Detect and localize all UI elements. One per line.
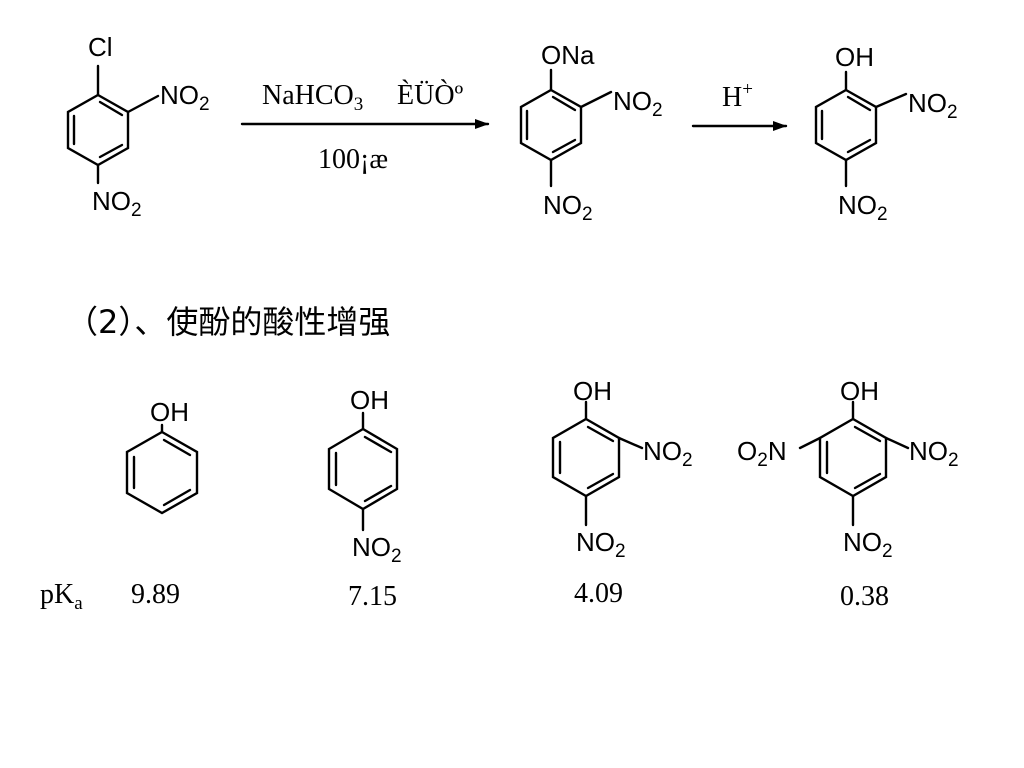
picric-ortho-left-nitro-label: O2N <box>737 436 787 471</box>
product-ortho-nitro-label: NO2 <box>908 88 958 123</box>
p-nitrophenol-molecule: OH NO2 <box>327 385 402 567</box>
sodium-oxide-label: ONa <box>541 40 595 70</box>
picric-hydroxyl-label: OH <box>840 376 879 406</box>
pka-row: pKa 9.89 7.15 4.09 0.38 <box>40 578 889 614</box>
reaction-arrow-1: NaHCO3 ÈÜÒº 100¡æ <box>240 80 490 175</box>
picric-para-nitro-label: NO2 <box>843 527 893 562</box>
pka-value-p-nitrophenol: 7.15 <box>348 581 397 612</box>
picric-acid-molecule: OH NO2 O2N NO2 <box>737 376 959 562</box>
p-nitrophenol-nitro-label: NO2 <box>352 532 402 567</box>
intermediate-para-nitro-label: NO2 <box>543 190 593 225</box>
chlorine-label: Cl <box>88 32 113 62</box>
phenol-molecule: OH <box>125 397 199 515</box>
reaction-arrow-2: H+ <box>691 79 788 131</box>
reagent-garbled-label: ÈÜÒº <box>397 80 464 111</box>
pka-label: pKa <box>40 579 83 614</box>
dinitrophenol-ortho-nitro-label: NO2 <box>643 436 693 471</box>
section-title: （2）、使酚的酸性增强 <box>66 303 390 341</box>
pka-value-dinitrophenol: 4.09 <box>574 578 623 609</box>
intermediate-molecule: ONa NO2 NO2 <box>519 40 663 225</box>
reagent-proton: H+ <box>722 79 753 113</box>
reactant-para-nitro-label: NO2 <box>92 186 142 221</box>
picric-ortho-nitro-label: NO2 <box>909 436 959 471</box>
phenol-hydroxyl-label: OH <box>150 397 189 427</box>
pka-value-phenol: 9.89 <box>131 579 180 610</box>
dinitrophenol-molecule: OH NO2 NO2 <box>551 376 693 562</box>
dinitrophenol-para-nitro-label: NO2 <box>576 527 626 562</box>
dinitrophenol-hydroxyl-label: OH <box>573 376 612 406</box>
product-hydroxyl-label: OH <box>835 42 874 72</box>
reactant-molecule: Cl NO2 NO2 <box>66 32 210 221</box>
product-molecule: OH NO2 NO2 <box>814 42 958 225</box>
intermediate-ortho-nitro-label: NO2 <box>613 86 663 121</box>
temperature-condition: 100¡æ <box>318 144 388 175</box>
reactant-ortho-nitro-label: NO2 <box>160 80 210 115</box>
reagent-nahco3: NaHCO3 <box>262 80 363 115</box>
product-para-nitro-label: NO2 <box>838 190 888 225</box>
p-nitrophenol-hydroxyl-label: OH <box>350 385 389 415</box>
pka-value-picric-acid: 0.38 <box>840 581 889 612</box>
